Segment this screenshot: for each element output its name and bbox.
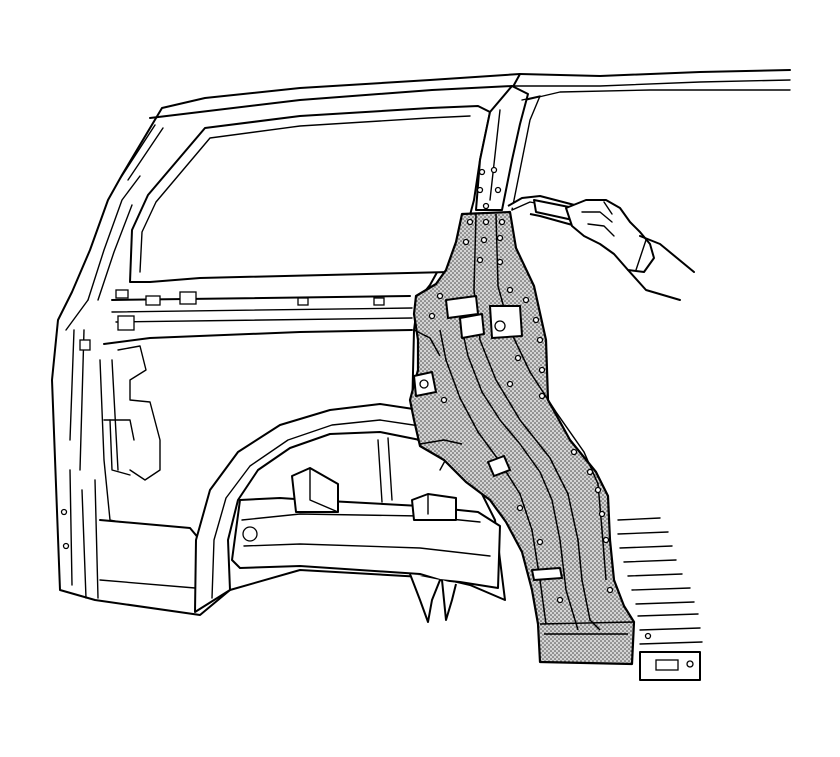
highlighted-d-pillar-reinforcement: [408, 210, 636, 666]
body-side-inner-panel: [51, 73, 521, 616]
floor-pan: [231, 467, 501, 623]
roof-rail: [475, 69, 791, 681]
gloved-hand: [565, 199, 695, 301]
